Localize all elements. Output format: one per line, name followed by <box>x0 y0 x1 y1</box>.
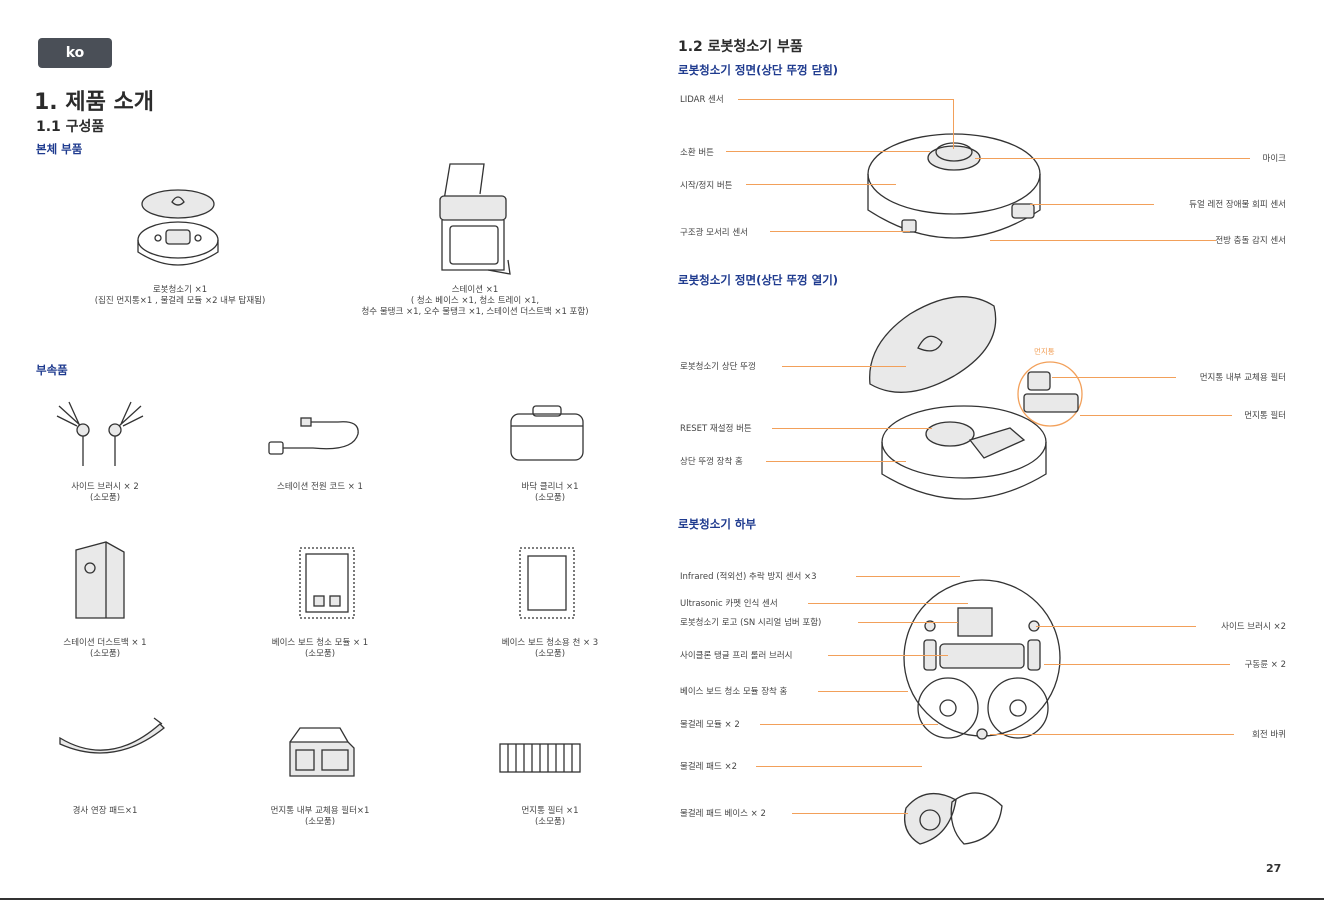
robot-open-illustration <box>881 405 1047 500</box>
label-mic: 마이크 <box>1262 154 1286 164</box>
label-dual-sensor: 듀얼 레전 장애물 회피 센서 <box>1189 200 1286 210</box>
dustbin-filter-icon <box>499 743 581 773</box>
callout-line <box>828 655 948 656</box>
callout-line <box>782 366 906 367</box>
label-corner-sensor: 구조광 모서리 센서 <box>680 228 748 238</box>
label-dustbin-tag: 먼지통 <box>1034 347 1055 356</box>
callout-line <box>808 603 968 604</box>
dust-bag-icon <box>75 541 125 619</box>
accessory-caption: 베이스 보드 청소 모듈 × 1(소모품) <box>271 638 369 659</box>
dustbin-zoom-illustration <box>1017 361 1083 427</box>
label-mop-module: 물걸레 모듈 × 2 <box>680 720 740 730</box>
callout-line <box>818 691 908 692</box>
baseboard-module-icon <box>299 547 355 619</box>
robot-bottom-illustration <box>903 579 1061 740</box>
robot-front-closed-illustration <box>867 133 1041 239</box>
callout-line <box>953 99 954 149</box>
baseboard-cloth-icon <box>519 547 575 619</box>
accessory-caption: 스테이션 더스트백 × 1(소모품) <box>63 638 147 659</box>
inner-filter-icon <box>289 727 355 777</box>
ramp-extension-icon <box>59 717 165 754</box>
station-illustration <box>439 163 511 275</box>
accessory-caption: 바닥 클리너 ×1(소모품) <box>521 482 579 503</box>
callout-line <box>792 813 908 814</box>
label-caster: 회전 바퀴 <box>1252 730 1286 740</box>
callout-line <box>990 734 1234 735</box>
label-filter: 먼지통 필터 <box>1244 411 1286 421</box>
label-mop-base: 물걸레 패드 베이스 × 2 <box>680 809 766 819</box>
label-mop-pad: 물걸레 패드 ×2 <box>680 762 738 772</box>
robot-lid-illustration <box>869 296 997 393</box>
callout-line <box>1052 377 1176 378</box>
label-recall: 소환 버튼 <box>680 148 714 158</box>
front-closed-heading: 로봇청소기 정면(상단 뚜껑 닫힘) <box>678 63 839 77</box>
front-open-heading: 로봇청소기 정면(상단 뚜껑 열기) <box>678 273 839 287</box>
language-badge: ko <box>38 38 112 68</box>
label-lidar: LIDAR 센서 <box>680 95 724 105</box>
label-logo: 로봇청소기 로고 (SN 시리얼 넘버 포함) <box>680 618 822 628</box>
label-side-brush: 사이드 브러시 ×2 <box>1221 622 1286 632</box>
callout-line <box>766 461 906 462</box>
page-number: 27 <box>1266 862 1282 875</box>
callout-line <box>770 231 910 232</box>
label-lid: 로봇청소기 상단 뚜껑 <box>680 362 756 372</box>
callout-line <box>772 428 932 429</box>
callout-line <box>1044 664 1230 665</box>
main-parts-heading: 본체 부품 <box>36 142 83 156</box>
robot-vacuum-illustration <box>137 189 219 266</box>
side-brush-icon <box>56 401 144 466</box>
page-title: 1. 제품 소개 <box>34 90 154 115</box>
callout-line <box>756 766 922 767</box>
bottom-heading: 로봇청소기 하부 <box>678 517 757 531</box>
mop-pad-illustration <box>903 792 1003 845</box>
accessory-caption: 사이드 브러시 × 2(소모품) <box>71 482 139 503</box>
label-cyclone-brush: 사이클론 탱글 프리 롤러 브러시 <box>680 651 793 661</box>
section-title: 1.2 로봇청소기 부품 <box>678 39 803 55</box>
label-lid-slot: 상단 뚜껑 장착 홈 <box>680 457 743 467</box>
callout-line <box>1036 626 1196 627</box>
label-ultrasonic: Ultrasonic 카펫 인식 센서 <box>680 599 778 609</box>
power-cord-icon <box>268 417 359 455</box>
label-start: 시작/정지 버튼 <box>680 181 733 191</box>
label-baseboard-slot: 베이스 보드 청소 모듈 장착 홈 <box>680 687 788 697</box>
station-caption: 스테이션 ×1( 청소 베이스 ×1, 청소 트레이 ×1,청수 물탱크 ×1,… <box>361 285 589 317</box>
callout-line <box>1080 415 1232 416</box>
callout-line <box>975 158 1250 159</box>
accessory-caption: 베이스 보드 청소용 천 × 3(소모품) <box>501 638 599 659</box>
callout-line <box>990 240 1216 241</box>
bottom-rule <box>0 898 1324 900</box>
callout-line <box>738 99 954 100</box>
accessories-heading: 부속품 <box>36 363 68 377</box>
label-reset: RESET 재설정 버튼 <box>680 424 752 434</box>
label-infrared: Infrared (적외선) 추락 방지 센서 ×3 <box>680 572 817 582</box>
accessory-caption: 경사 연장 패드×1 <box>72 806 138 816</box>
floor-cleaner-icon <box>510 405 584 461</box>
callout-line <box>856 576 960 577</box>
callout-line <box>858 622 958 623</box>
accessory-caption: 먼지통 내부 교체용 필터×1(소모품) <box>270 806 370 827</box>
callout-line <box>746 184 896 185</box>
label-bumper-sensor: 전방 충돌 감지 센서 <box>1215 236 1286 246</box>
accessory-caption: 스테이션 전원 코드 × 1 <box>277 482 363 492</box>
label-inner-filter: 먼지통 내부 교체용 필터 <box>1199 373 1286 383</box>
callout-line <box>726 151 930 152</box>
callout-line <box>760 724 938 725</box>
robot-caption: 로봇청소기 ×1(집진 먼지통×1 , 물걸레 모듈 ×2 내부 탑재됨) <box>94 285 266 306</box>
accessory-caption: 먼지통 필터 ×1(소모품) <box>521 806 579 827</box>
callout-line <box>1030 204 1154 205</box>
section-subtitle: 1.1 구성품 <box>36 119 105 135</box>
label-drive-wheel: 구동륜 × 2 <box>1244 660 1286 670</box>
